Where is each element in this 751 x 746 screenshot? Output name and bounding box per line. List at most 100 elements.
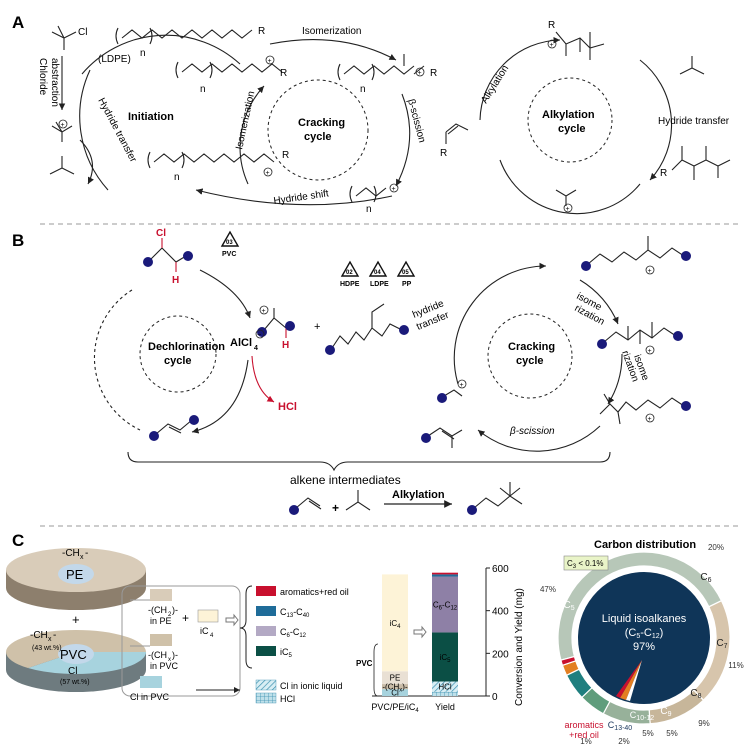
panel-a-label: A <box>12 13 24 32</box>
beta-scission-arrow <box>395 93 411 187</box>
pct-11: 11% <box>728 661 743 670</box>
svg-text:Cl in PVC: Cl in PVC <box>130 692 170 702</box>
carbon-title: Carbon distribution <box>594 539 696 551</box>
svg-text:+: + <box>648 416 652 423</box>
plus-charge-icon <box>563 203 573 213</box>
ring-label-c8: C8 <box>690 688 701 700</box>
plus-charge-icon <box>58 119 68 129</box>
plus-charge-icon <box>259 305 269 315</box>
pvc-label: PVC <box>60 647 87 662</box>
cracking-b-chain-right <box>603 322 677 344</box>
pvc-monomer <box>149 238 187 272</box>
tert-butyl-chloride <box>51 25 77 50</box>
pct-2: 2% <box>618 737 630 746</box>
alkylate-product <box>671 146 731 180</box>
alkylation-cation-top <box>555 31 605 60</box>
polymer-end-icon <box>149 431 159 441</box>
liquid-isoalkanes-core <box>578 572 710 704</box>
svg-text:+: + <box>648 348 652 355</box>
y-tick-label: 200 <box>492 649 509 660</box>
plus-charge-icon <box>263 167 273 177</box>
alkene-b-right <box>427 427 463 448</box>
svg-text:-(CH: -(CH <box>148 650 167 660</box>
cl-pvc-swatch <box>140 676 162 688</box>
dechlorination-bottom-arrow <box>191 359 249 434</box>
h-label: H <box>172 275 179 286</box>
alkene-r <box>445 123 469 144</box>
polymer-end-icon <box>325 345 335 355</box>
bar-label-pe: PE <box>390 674 401 683</box>
alcl4-label: AlCl <box>230 337 252 349</box>
right-bar-aromatics-red-oil <box>432 572 458 575</box>
y-axis-label: Conversion and Yield (mg) <box>514 588 525 706</box>
bar-label-c6c12: C6-C12 <box>433 600 458 611</box>
svg-text:02: 02 <box>346 270 353 276</box>
bar-label-hcl: HCl <box>438 683 452 692</box>
ring-label-c9: C9 <box>660 706 671 718</box>
svg-text:+: + <box>392 186 396 193</box>
left-bar-ic4 <box>382 574 408 672</box>
polymer-end-icon <box>421 433 431 443</box>
isomerization-vertical-label: Isomerization <box>234 90 257 150</box>
hydride-shift-arrow <box>195 188 393 206</box>
svg-text:x: x <box>168 657 171 663</box>
dechlorination-top-arrow <box>199 269 251 319</box>
svg-text:+: + <box>266 170 270 177</box>
legend-swatch-2 <box>256 626 276 636</box>
hydride-transfer-left-arrow <box>79 139 94 185</box>
c3-box <box>563 555 609 571</box>
plus-charge-icon <box>645 265 655 275</box>
wedge-aromatics <box>616 660 642 698</box>
svg-text:x: x <box>80 554 84 561</box>
polymer-end-icon <box>681 251 691 261</box>
plus-b: + <box>314 321 320 333</box>
svg-text:(57 wt.%): (57 wt.%) <box>60 679 90 686</box>
polymer-end-icon <box>143 257 153 267</box>
isobutane-left <box>49 156 75 175</box>
alkylation-reactant-isobutane <box>345 490 371 511</box>
cracking-b-chain-bottom <box>599 393 685 425</box>
x-label-right: Yield <box>435 702 455 712</box>
polymer-end-icon <box>673 331 683 341</box>
y-tick-label: 600 <box>492 564 509 575</box>
svg-text:R: R <box>282 150 289 161</box>
svg-text:in PVC: in PVC <box>150 661 179 671</box>
carbon-distribution-chart: Liquid isoalkanes(C5-C12)97%iC5C6C7C8C9C… <box>540 543 744 746</box>
legend-label-2: C6-C12 <box>280 627 307 639</box>
svg-text:n: n <box>366 204 372 215</box>
liquid-label-1: Liquid isoalkanes <box>602 613 687 625</box>
beta-scission-b-label: β-scission <box>509 426 555 437</box>
dechlorination-cation <box>263 308 287 338</box>
polymer-end-icon <box>597 339 607 349</box>
cracking-b-bottom-arrow <box>477 425 601 452</box>
cracking-cycle-label-1: Cracking <box>298 117 345 129</box>
svg-text:03: 03 <box>226 240 233 246</box>
minus-charge-icon <box>255 329 265 339</box>
pct-20: 20% <box>708 543 724 552</box>
svg-text:-CH: -CH <box>30 630 48 641</box>
legend-label-0: aromatics+red oil <box>280 587 349 597</box>
pct-5b: 5% <box>642 729 654 738</box>
svg-text:iC: iC <box>200 626 209 636</box>
cracking-b-right-arrow <box>607 353 623 405</box>
alkylation-label: Alkylation <box>479 63 511 105</box>
polymer-end-icon <box>285 321 295 331</box>
pe-disk <box>6 548 146 610</box>
alkene-left <box>155 419 193 435</box>
wedge-c13-40 <box>620 660 642 700</box>
hydride-transfer-right-arc <box>639 59 673 181</box>
chloride-abstraction-2: abstraction <box>49 58 60 107</box>
alkylation-cycle-label-2: cycle <box>558 123 586 135</box>
svg-text:-CH: -CH <box>62 548 80 559</box>
hydride-transfer-left: Hydride transfer <box>95 96 138 165</box>
legend-swatch-1 <box>256 606 276 616</box>
small-cation <box>349 185 387 203</box>
svg-text:-: - <box>53 630 56 641</box>
svg-text:R: R <box>660 168 667 179</box>
tert-butyl-cation <box>51 121 73 142</box>
secondary-cation-chain <box>175 61 283 79</box>
legend-swatch-hcl <box>255 692 277 704</box>
cl-label: Cl <box>156 228 166 239</box>
right-bar-ic5 <box>432 632 458 682</box>
